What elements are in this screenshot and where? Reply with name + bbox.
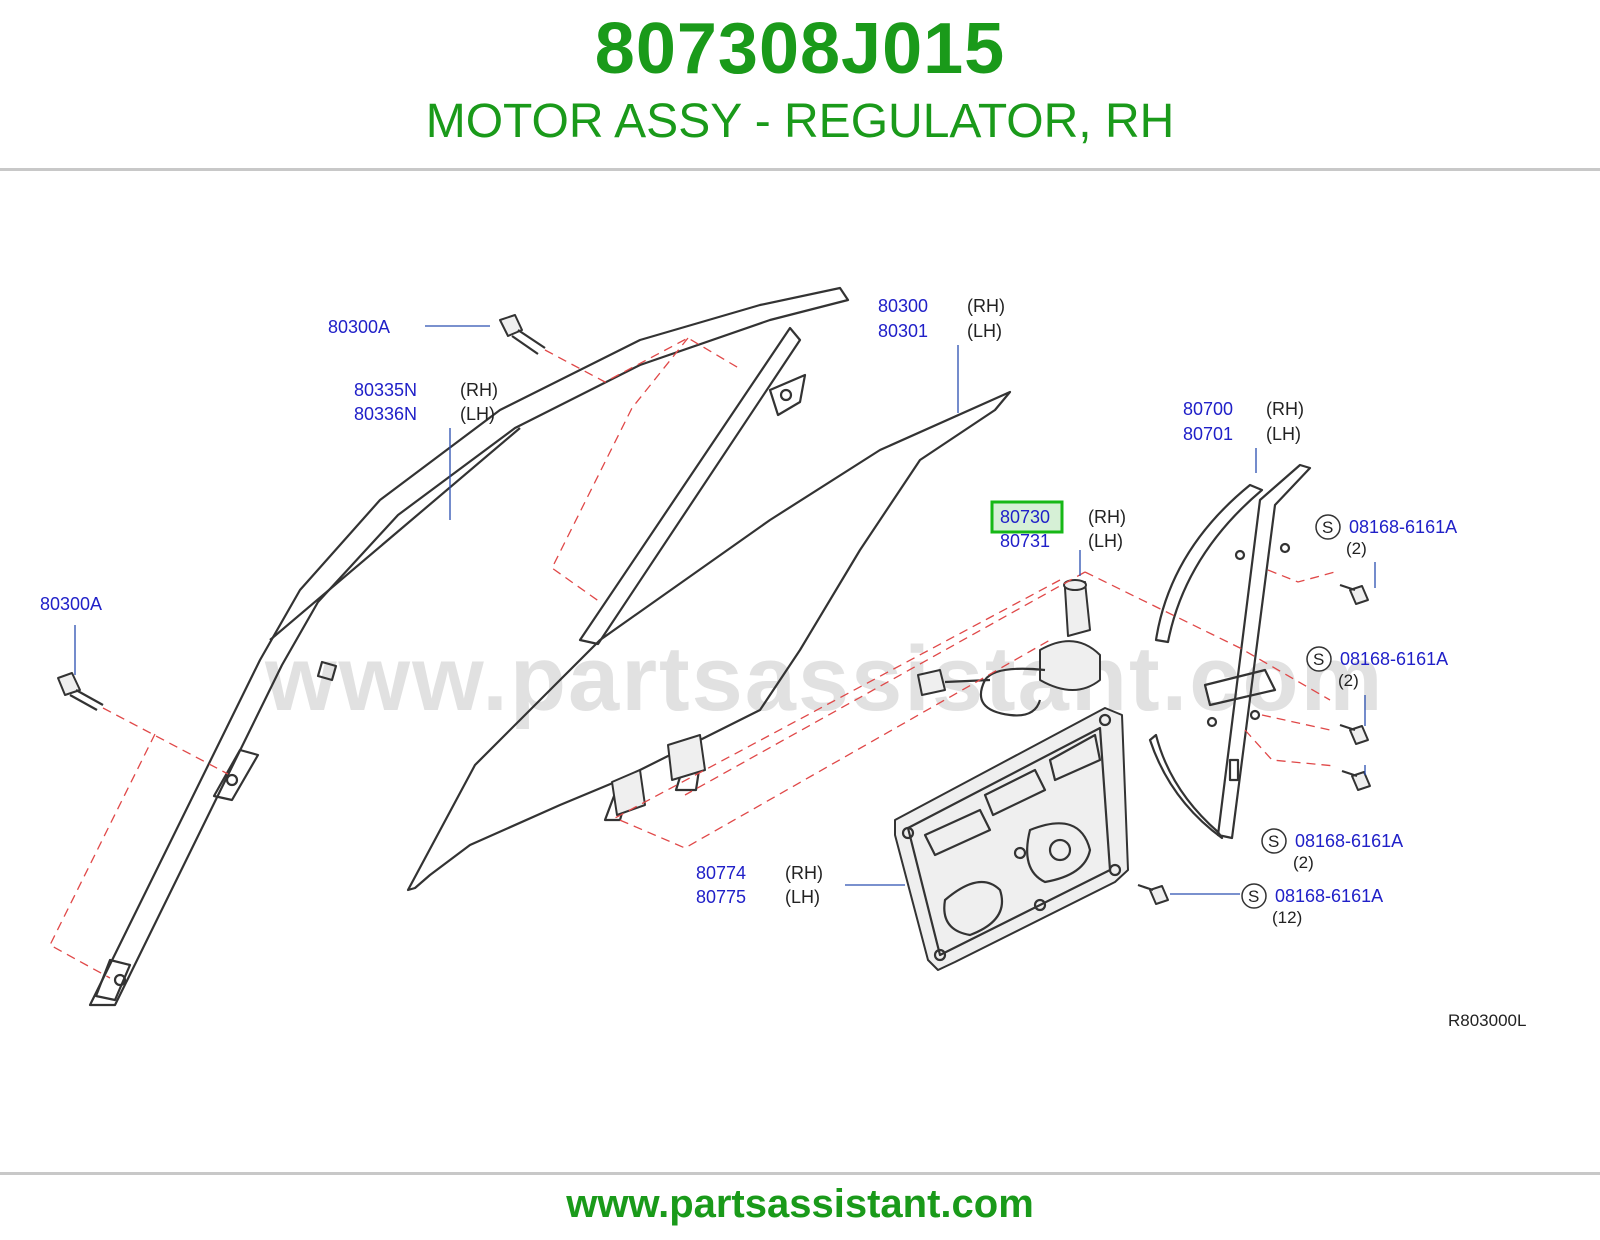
callout-regulator-rh[interactable]: 80700	[1183, 399, 1233, 419]
callout-bolt-left[interactable]: 80300A	[40, 594, 102, 614]
bolt-icon-a	[1339, 583, 1369, 605]
s-marker-a: S	[1315, 514, 1341, 540]
footer-website-link[interactable]: www.partsassistant.com	[566, 1182, 1034, 1226]
qty-bolt-c: (2)	[1293, 853, 1314, 872]
callout-motor-lh[interactable]: 80731	[1000, 531, 1050, 551]
callout-glass-rh[interactable]: 80300	[878, 296, 928, 316]
s-marker-d: S	[1241, 883, 1267, 909]
side-label-module-lh: (LH)	[785, 887, 820, 907]
callout-motor-rh[interactable]: 80730	[1000, 507, 1050, 527]
s-marker-b: S	[1306, 646, 1332, 672]
callout-bolt-d[interactable]: 08168-6161A	[1275, 886, 1383, 906]
bolt-icon-top	[499, 314, 546, 355]
side-label-motor-rh: (RH)	[1088, 507, 1126, 527]
bolt-icon-left	[57, 672, 104, 711]
door-sash-channel	[88, 286, 850, 1007]
callout-glass-lh[interactable]: 80301	[878, 321, 928, 341]
side-label-sash-lh: (LH)	[460, 404, 495, 424]
door-module-panel	[894, 707, 1129, 971]
part-name-subtitle: MOTOR ASSY - REGULATOR, RH	[425, 95, 1175, 148]
callout-module-lh[interactable]: 80775	[696, 887, 746, 907]
svg-text:S: S	[1268, 832, 1279, 851]
callout-bolt-c[interactable]: 08168-6161A	[1295, 831, 1403, 851]
parts-diagram-svg: www.partsassistant.com	[40, 286, 1526, 1030]
svg-text:S: S	[1248, 887, 1259, 906]
diagram-reference-code: R803000L	[1448, 1011, 1526, 1030]
bolt-icon-b	[1339, 723, 1369, 745]
svg-text:S: S	[1313, 650, 1324, 669]
callout-module-rh[interactable]: 80774	[696, 863, 746, 883]
window-regulator	[1148, 463, 1312, 840]
side-label-regulator-rh: (RH)	[1266, 399, 1304, 419]
watermark-text: www.partsassistant.com	[264, 628, 1384, 730]
part-number-title: 807308J015	[594, 9, 1006, 89]
side-label-sash-rh: (RH)	[460, 380, 498, 400]
callout-bolt-top[interactable]: 80300A	[328, 317, 390, 337]
side-label-regulator-lh: (LH)	[1266, 424, 1301, 444]
callout-sash-rh[interactable]: 80335N	[354, 380, 417, 400]
header-divider	[0, 168, 1600, 171]
highlight-box-80730	[990, 500, 1064, 534]
qty-bolt-b: (2)	[1338, 671, 1359, 690]
page-header: 807308J015 MOTOR ASSY - REGULATOR, RH	[0, 0, 1600, 170]
parts-diagram: www.partsassistant.com	[0, 170, 1600, 1170]
qty-bolt-a: (2)	[1346, 539, 1367, 558]
callout-sash-lh[interactable]: 80336N	[354, 404, 417, 424]
side-label-glass-rh: (RH)	[967, 296, 1005, 316]
bolt-icon-d	[1137, 883, 1169, 905]
assembly-guide-lines	[49, 337, 1336, 979]
callout-bolt-b[interactable]: 08168-6161A	[1340, 649, 1448, 669]
leader-lines	[74, 325, 1376, 895]
footer-divider	[0, 1172, 1600, 1175]
callout-bolt-a[interactable]: 08168-6161A	[1349, 517, 1457, 537]
side-label-motor-lh: (LH)	[1088, 531, 1123, 551]
bolt-icon-c	[1341, 769, 1371, 791]
side-label-glass-lh: (LH)	[967, 321, 1002, 341]
callout-regulator-lh[interactable]: 80701	[1183, 424, 1233, 444]
side-label-module-rh: (RH)	[785, 863, 823, 883]
regulator-motor	[917, 579, 1101, 717]
qty-bolt-d: (12)	[1272, 908, 1302, 927]
s-marker-c: S	[1261, 828, 1287, 854]
door-glass	[406, 390, 1012, 892]
svg-text:S: S	[1322, 518, 1333, 537]
